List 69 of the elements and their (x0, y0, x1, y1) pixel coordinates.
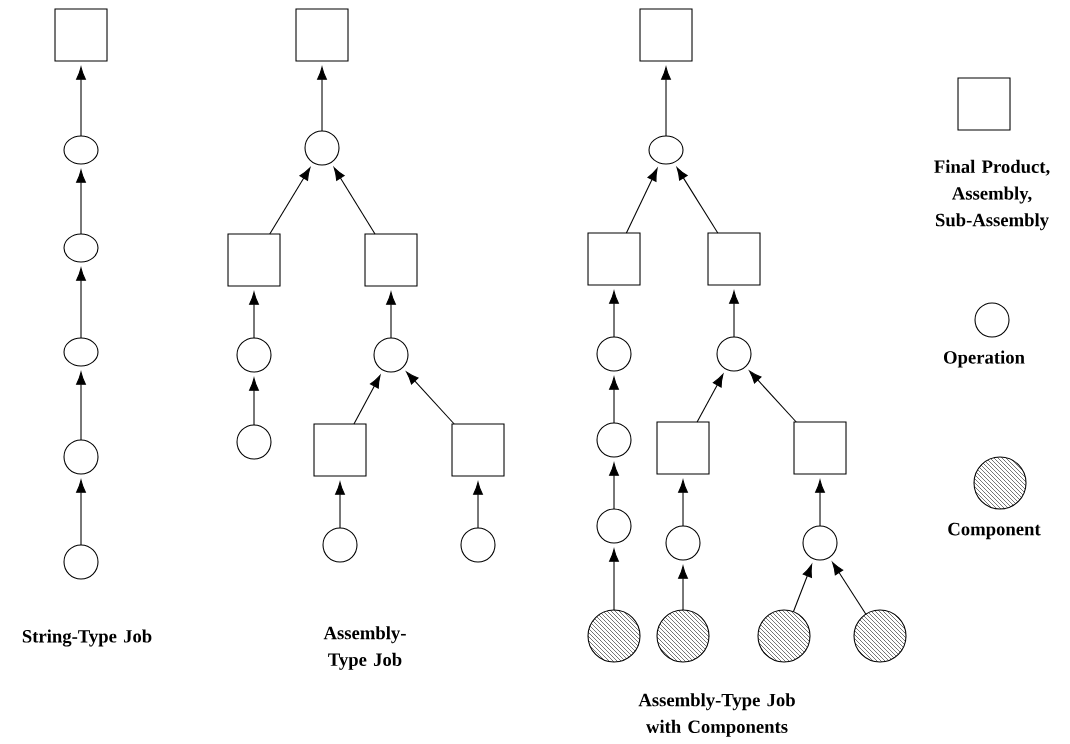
circle-node (596, 422, 632, 458)
arrow (76, 267, 86, 339)
arrow (676, 167, 719, 234)
square-node (364, 233, 418, 287)
circle-node (596, 508, 632, 544)
square-node (587, 232, 641, 286)
circle-node (716, 336, 752, 372)
circle-node (373, 337, 409, 373)
hatched-circle-node (853, 609, 907, 663)
arrow (609, 462, 619, 510)
arrow (661, 66, 671, 137)
circle-node (322, 527, 358, 563)
circle-node (63, 439, 99, 475)
arrow (729, 290, 739, 338)
arrow (249, 377, 259, 426)
caption: Assembly-Type Job with Components (638, 693, 795, 737)
arrow (749, 370, 797, 423)
legend-text: Final Product, Assembly, Sub-Assembly (934, 159, 1050, 231)
circle-node (236, 424, 272, 460)
circle-node (802, 525, 838, 561)
hatched-circle-node (656, 609, 710, 663)
arrow (473, 481, 483, 529)
arrow (678, 479, 688, 527)
circle-node (596, 336, 632, 372)
arrow (792, 564, 813, 613)
caption: String-Type Job (22, 629, 152, 647)
arrow (249, 291, 259, 339)
arrow (609, 376, 619, 424)
arrow (335, 481, 345, 529)
arrow (76, 66, 86, 137)
caption: Assembly-Type Job (323, 626, 406, 670)
arrow (696, 373, 724, 423)
arrow (815, 479, 825, 527)
square-node (295, 8, 349, 62)
square-node (54, 8, 108, 62)
arrow (269, 167, 311, 235)
hatched-circle-node (757, 609, 811, 663)
arrow (678, 565, 688, 611)
square-node (656, 421, 710, 475)
circle-node (236, 337, 272, 373)
arrow (609, 548, 619, 611)
ellipse-node (63, 337, 99, 367)
circle-node (304, 130, 340, 166)
arrow (76, 479, 86, 546)
square-node (451, 423, 505, 477)
circle-node (665, 525, 701, 561)
legend-text: Operation (943, 350, 1025, 368)
arrow (832, 562, 867, 615)
arrow (333, 167, 376, 235)
ellipse-node (63, 233, 99, 263)
circle-node (460, 527, 496, 563)
square-node (227, 233, 281, 287)
ellipse-node (648, 135, 684, 165)
square-node (793, 421, 847, 475)
arrow (609, 290, 619, 338)
arrow (76, 371, 86, 441)
square-node (313, 423, 367, 477)
circle-node (63, 544, 99, 580)
square-node (639, 8, 693, 62)
ellipse-node (63, 135, 99, 165)
hatched-circle-node (587, 609, 641, 663)
arrow (76, 169, 86, 235)
arrow (625, 168, 658, 234)
legend-text: Component (948, 522, 1041, 540)
arrow (386, 291, 396, 339)
arrow (317, 66, 327, 132)
arrow (406, 371, 455, 425)
square-node (707, 232, 761, 286)
arrow (353, 374, 381, 425)
